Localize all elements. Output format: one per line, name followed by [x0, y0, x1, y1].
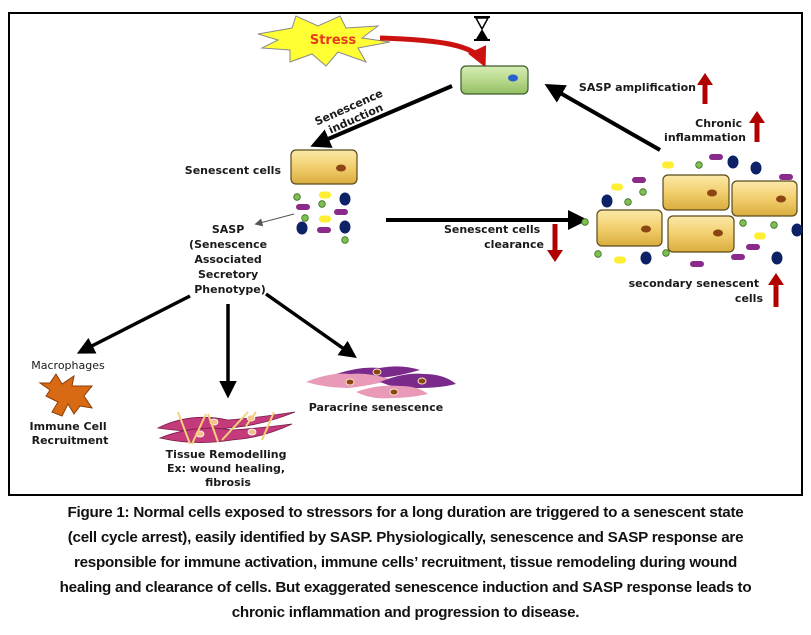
sasp-purple-factor	[746, 244, 760, 250]
sasp-green-factor	[639, 188, 647, 196]
sasp-green-factor	[695, 161, 703, 169]
paracrine-icon	[306, 366, 456, 399]
sasp-green-factor	[624, 198, 632, 206]
sasp-green-factor	[594, 250, 602, 258]
sasp-amplification-label: SASP amplification	[579, 81, 696, 94]
sasp-amplification-arrow	[544, 84, 661, 152]
hourglass-icon	[474, 16, 490, 41]
sasp-label: SASP (Senescence Associated Secretory Ph…	[189, 223, 271, 296]
sasp-pointer-arrow	[254, 213, 295, 227]
sasp-purple-factor	[317, 227, 331, 233]
red-up-arrow-icon	[768, 273, 784, 307]
sasp-navy-factor	[339, 192, 351, 206]
sasp-yellow-factor	[662, 161, 674, 169]
caption-line: Figure 1: Normal cells exposed to stress…	[67, 504, 744, 521]
sasp-yellow-factor	[614, 256, 626, 264]
sasp-green-factor	[581, 218, 589, 226]
sasp-yellow-factor	[611, 183, 623, 191]
sasp-yellow-factor	[754, 232, 766, 240]
sasp-green-factor	[293, 193, 301, 201]
red-up-arrow-icon	[749, 111, 765, 142]
sasp-navy-factor	[727, 155, 739, 169]
tissue-remodelling-label: Tissue Remodelling Ex: wound healing, fi…	[166, 448, 291, 489]
senescence-induction-arrow	[310, 84, 453, 148]
paracrine-label: Paracrine senescence	[309, 401, 444, 414]
senescence-diagram: Stress Senescence induction	[30, 15, 803, 489]
clearance-label: Senescent cells clearance	[444, 223, 544, 251]
sasp-purple-factor	[632, 177, 646, 183]
sasp-navy-factor	[601, 194, 613, 208]
secondary-senescent-cluster	[596, 174, 798, 253]
caption-line: responsible for immune activation, immun…	[73, 554, 738, 571]
sasp-yellow-factor	[319, 215, 331, 223]
stress-label: Stress	[310, 33, 357, 48]
trend-arrows	[547, 73, 784, 307]
sasp-green-factor	[662, 249, 670, 257]
sasp-factors	[293, 191, 351, 244]
figure-caption: Figure 1: Normal cells exposed to stress…	[0, 500, 811, 625]
sasp-navy-factor	[750, 161, 762, 175]
sasp-purple-factor	[296, 204, 310, 210]
senescent-cell	[290, 149, 358, 185]
secondary-senescent-label: secondary senescent cells	[629, 277, 764, 305]
nucleus-icon	[508, 74, 518, 82]
sasp-purple-factor	[731, 254, 745, 260]
sasp-green-factor	[318, 200, 326, 208]
sasp-purple-factor	[709, 154, 723, 160]
normal-cell	[460, 65, 529, 95]
senescence-induction-label: Senescence induction	[313, 85, 394, 140]
sasp-purple-factor	[334, 209, 348, 215]
figure-frame	[8, 12, 803, 496]
sasp-navy-factor	[339, 220, 351, 234]
macrophages-label: Macrophages	[31, 359, 105, 372]
sasp-yellow-factor	[319, 191, 331, 199]
caption-line: (cell cycle arrest), easily identified b…	[67, 529, 744, 546]
sasp-navy-factor	[791, 223, 803, 237]
red-down-arrow-icon	[547, 224, 563, 262]
tissue-remodelling-icon	[156, 411, 296, 445]
sasp-green-factor	[770, 221, 778, 229]
sasp-navy-factor	[640, 251, 652, 265]
sasp-green-factor	[739, 219, 747, 227]
stress-arrow	[379, 35, 487, 68]
caption-line: healing and clearance of cells. But exag…	[59, 579, 752, 596]
caption-line: chronic inflammation and progression to …	[231, 604, 580, 621]
immune-recruitment-label: Immune Cell Recruitment	[30, 420, 111, 447]
paracrine-arrow	[264, 292, 357, 359]
sasp-green-factor	[301, 214, 309, 222]
senescent-cells-label: Senescent cells	[185, 164, 282, 177]
sasp-green-factor	[341, 236, 349, 244]
immune-arrow	[76, 294, 191, 354]
sasp-navy-factor	[771, 251, 783, 265]
sasp-purple-factor	[779, 174, 793, 180]
stress-burst	[257, 15, 391, 67]
secondary-sasp-factors	[581, 154, 803, 267]
chronic-inflammation-label: Chronic inflammation	[664, 117, 746, 144]
sasp-navy-factor	[296, 221, 308, 235]
macrophage-icon	[38, 373, 94, 417]
sasp-purple-factor	[690, 261, 704, 267]
red-up-arrow-icon	[697, 73, 713, 104]
